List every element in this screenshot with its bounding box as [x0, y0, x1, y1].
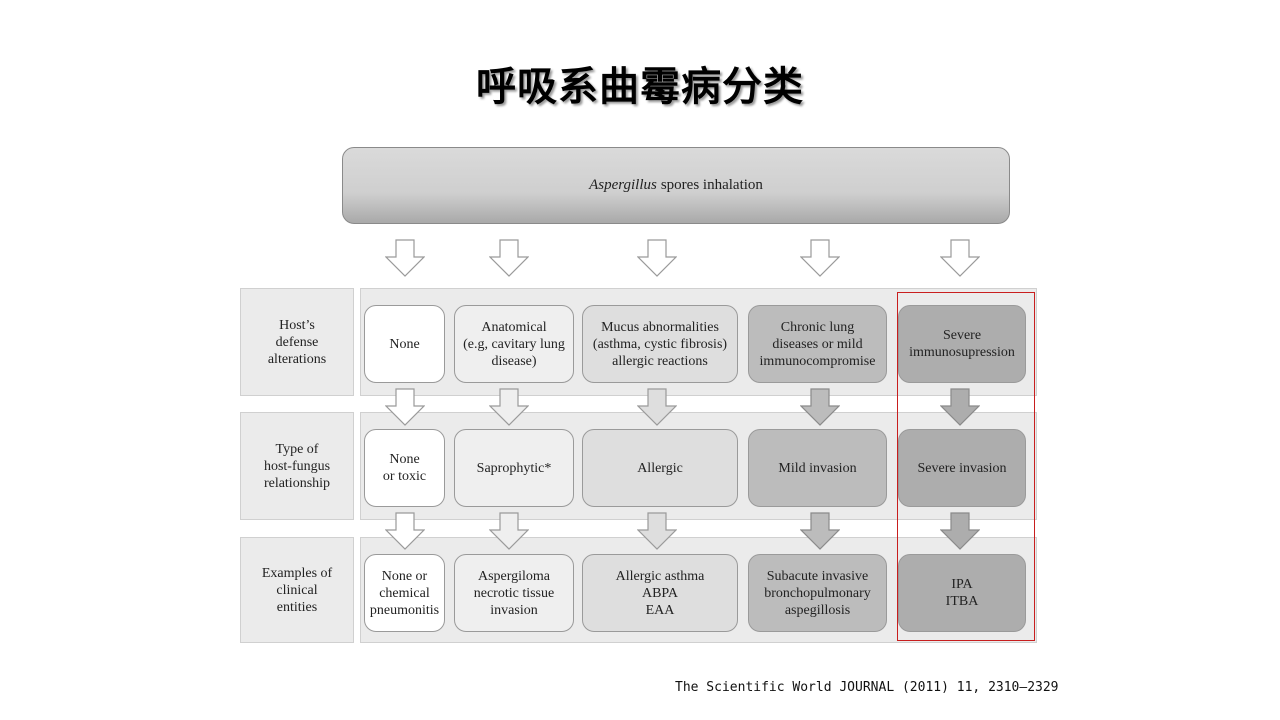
cell-host-none: None [364, 305, 445, 383]
down-arrow-icon [940, 512, 980, 550]
page-title: 呼吸系曲霉病分类 [476, 64, 804, 110]
cell-host-mucus: Mucus abnormalities (asthma, cystic fibr… [582, 305, 738, 383]
row-label-host-defense: Host’s defense alterations [240, 288, 354, 396]
citation: The Scientific World JOURNAL (2011) 11, … [675, 680, 1059, 695]
row-label-clinical: Examples of clinical entities [240, 537, 354, 643]
severe-column-highlight [897, 292, 1035, 641]
down-arrow-icon [800, 512, 840, 550]
down-arrow-icon [385, 239, 425, 277]
spores-inhalation-box: Aspergillus spores inhalation [342, 147, 1010, 224]
down-arrow-icon [385, 512, 425, 550]
down-arrow-icon [800, 239, 840, 277]
cell-rel-saprophytic: Saprophytic* [454, 429, 574, 507]
down-arrow-icon [940, 239, 980, 277]
down-arrow-icon [637, 388, 677, 426]
row-label-relationship: Type of host-fungus relationship [240, 412, 354, 520]
cell-rel-allergic: Allergic [582, 429, 738, 507]
cell-host-chronic: Chronic lung diseases or mild immunocomp… [748, 305, 887, 383]
down-arrow-icon [489, 388, 529, 426]
cell-clin-ipa: IPA ITBA [898, 554, 1026, 632]
cell-clin-none: None or chemical pneumonitis [364, 554, 445, 632]
down-arrow-icon [637, 512, 677, 550]
cell-host-anatomical: Anatomical (e.g, cavitary lung disease) [454, 305, 574, 383]
cell-rel-mild: Mild invasion [748, 429, 887, 507]
cell-rel-severe: Severe invasion [898, 429, 1026, 507]
down-arrow-icon [489, 512, 529, 550]
down-arrow-icon [637, 239, 677, 277]
down-arrow-icon [385, 388, 425, 426]
cell-host-severe: Severe immunosupression [898, 305, 1026, 383]
cell-clin-allergic: Allergic asthma ABPA EAA [582, 554, 738, 632]
aspergillus-label: Aspergillus [589, 177, 657, 193]
cell-rel-none: None or toxic [364, 429, 445, 507]
down-arrow-icon [940, 388, 980, 426]
spores-inhalation-label: spores inhalation [660, 177, 763, 193]
cell-clin-aspergiloma: Aspergiloma necrotic tissue invasion [454, 554, 574, 632]
down-arrow-icon [800, 388, 840, 426]
down-arrow-icon [489, 239, 529, 277]
cell-clin-subacute: Subacute invasive bronchopulmonary aspeg… [748, 554, 887, 632]
